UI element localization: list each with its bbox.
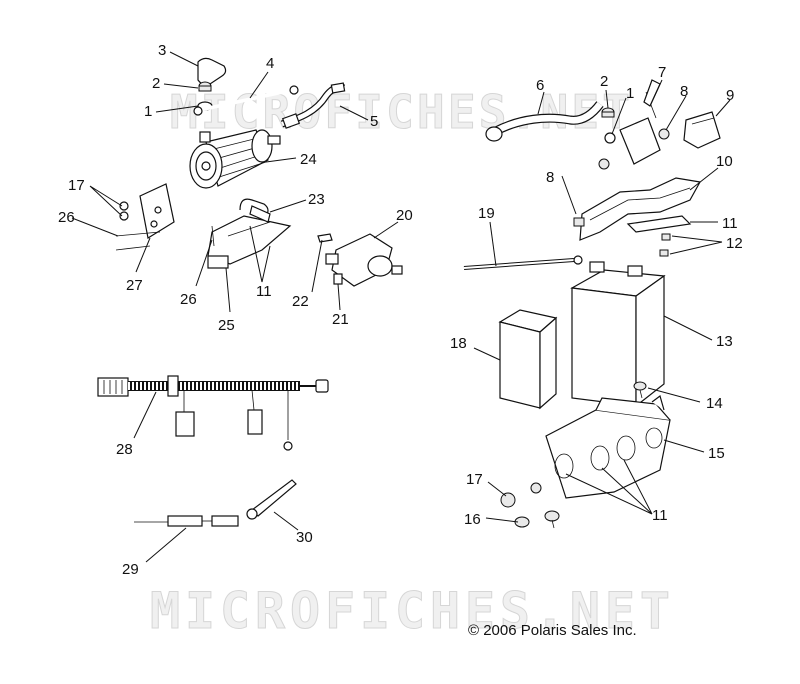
nut-part-8-mid: [598, 158, 610, 170]
callout-4: 4: [266, 55, 274, 72]
callout-numbers: 3 2 1 4 5 24 17 26 27 23 26 11 25 20 22 …: [58, 42, 743, 578]
solenoid-bracket: [207, 198, 292, 269]
starter-motor: [189, 129, 281, 189]
callout-16: 16: [464, 511, 481, 528]
callout-26-center: 26: [180, 291, 197, 308]
hold-down-rod: [463, 255, 583, 270]
wire-lead-left: [115, 231, 161, 251]
callout-25: 25: [218, 317, 235, 334]
nut-part-8-top: [658, 128, 670, 140]
callout-8: 8: [680, 83, 688, 100]
callout-5: 5: [370, 113, 378, 130]
callout-26: 26: [58, 209, 75, 226]
callout-12: 12: [726, 235, 743, 252]
bolt-part-12b: [659, 249, 669, 257]
leader-lines: [71, 51, 731, 563]
wire-lead-center: [211, 225, 215, 247]
callout-8-mid: 8: [546, 169, 554, 186]
callout-23: 23: [308, 191, 325, 208]
callout-28: 28: [116, 441, 133, 458]
callout-14: 14: [706, 395, 723, 412]
pad-strip: [626, 215, 692, 233]
callout-27: 27: [126, 277, 143, 294]
callout-24: 24: [300, 151, 317, 168]
callout-30: 30: [296, 529, 313, 546]
battery-pad: [498, 309, 558, 410]
callout-6: 6: [536, 77, 544, 94]
callout-13: 13: [716, 333, 733, 350]
terminal-boot: [197, 57, 227, 86]
bolt-part-14: [633, 381, 647, 399]
callout-29: 29: [122, 561, 139, 578]
nut-part-17b: [530, 482, 542, 494]
lead-wire: [134, 515, 239, 527]
callout-22: 22: [292, 293, 309, 310]
callout-15: 15: [708, 445, 725, 462]
callout-2: 2: [152, 75, 160, 92]
short-cable: [193, 85, 299, 116]
callout-11-lower: 11: [652, 507, 668, 524]
ground-strap: [246, 479, 297, 520]
watermark-lower: MICROFICHES.NET: [150, 582, 670, 640]
callout-9: 9: [726, 87, 734, 104]
callout-11: 11: [256, 283, 272, 300]
callout-17-lower: 17: [466, 471, 483, 488]
battery-box: [545, 394, 671, 499]
watermark-upper: MICROFICHES.NET: [170, 85, 630, 139]
starter-bracket: [119, 183, 175, 239]
bolt-part-16: [514, 510, 560, 529]
relay-solenoid: [317, 233, 403, 287]
battery-cable: [485, 101, 604, 142]
battery: [570, 261, 666, 408]
callout-2-right: 2: [600, 73, 608, 90]
callout-11-right: 11: [722, 215, 738, 232]
callout-19: 19: [478, 205, 495, 222]
callout-18: 18: [450, 335, 467, 352]
callout-20: 20: [396, 207, 413, 224]
callout-3: 3: [158, 42, 166, 59]
callout-10: 10: [716, 153, 733, 170]
nut-part-2: [198, 81, 212, 92]
callout-1-right: 1: [626, 85, 634, 102]
callout-21: 21: [332, 311, 349, 328]
callout-7: 7: [658, 64, 666, 81]
callout-1: 1: [144, 103, 152, 120]
callout-17: 17: [68, 177, 85, 194]
long-cable: [280, 82, 346, 129]
copyright-notice: © 2006 Polaris Sales Inc.: [468, 622, 637, 639]
battery-hold-bracket: [573, 177, 701, 241]
nut-part-17: [500, 492, 516, 508]
relay-boot: [683, 111, 721, 149]
bolt-part-12a: [661, 233, 671, 241]
wiring-harness: [97, 375, 329, 451]
